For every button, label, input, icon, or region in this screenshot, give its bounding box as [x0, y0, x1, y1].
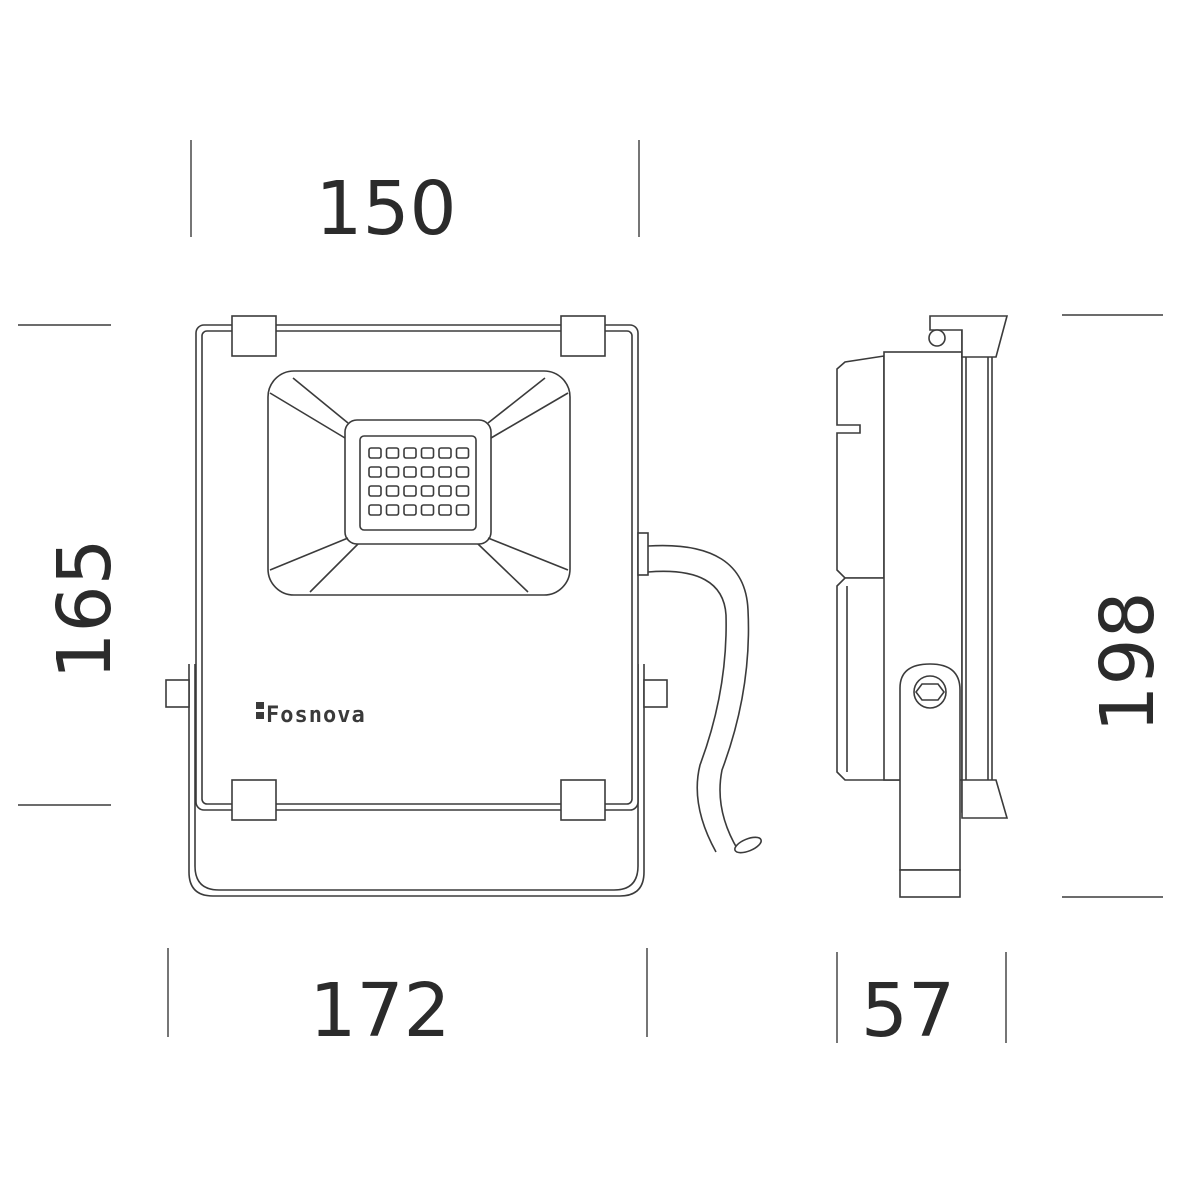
dimension-bottom-width: 172	[309, 968, 450, 1054]
side-bottom-clip	[961, 779, 1009, 819]
led-chip	[438, 504, 452, 516]
led-chip	[403, 485, 417, 497]
brand-logo: Fosnova	[256, 702, 366, 728]
led-chip	[385, 504, 400, 516]
clip-bottom-right	[560, 779, 606, 821]
dimension-right-height: 198	[1085, 591, 1171, 732]
lens-inner	[344, 419, 492, 545]
led-chip	[438, 447, 452, 459]
led-chip	[403, 504, 417, 516]
led-chip	[368, 504, 382, 516]
dimension-left-height: 165	[42, 538, 128, 679]
cable-end	[734, 836, 762, 854]
led-chip	[403, 447, 417, 459]
clip-top-left	[231, 315, 277, 357]
led-chip	[420, 485, 435, 497]
led-chip	[368, 466, 382, 478]
led-chip	[455, 504, 470, 516]
lens-frame	[267, 370, 571, 596]
right-knob	[643, 679, 668, 708]
led-chip	[368, 485, 382, 497]
led-chip	[455, 485, 470, 497]
led-board	[359, 435, 477, 531]
led-chip	[403, 466, 417, 478]
cable-gland	[637, 532, 649, 576]
front-bracket	[188, 664, 645, 897]
dimension-side-depth: 57	[861, 968, 955, 1054]
side-top-clip	[929, 315, 1009, 358]
side-bracket-arm	[899, 663, 961, 871]
clip-top-right	[560, 315, 606, 357]
side-bracket-foot	[899, 869, 961, 898]
clip-bottom-left	[231, 779, 277, 821]
led-chip	[455, 447, 470, 459]
led-chip	[385, 447, 400, 459]
side-view	[836, 315, 1009, 898]
left-knob	[165, 679, 190, 708]
dimension-lines	[18, 140, 1163, 1043]
led-array	[368, 447, 470, 516]
led-chip	[438, 466, 452, 478]
brand-logo-text: Fosnova	[266, 703, 366, 728]
dimension-top-width: 150	[315, 166, 456, 252]
led-chip	[385, 466, 400, 478]
led-chip	[438, 485, 452, 497]
led-chip	[420, 504, 435, 516]
led-chip	[368, 447, 382, 459]
power-cable	[647, 544, 750, 851]
led-chip	[455, 466, 470, 478]
led-chip	[420, 466, 435, 478]
led-chip	[420, 447, 435, 459]
side-rear-body	[836, 355, 885, 579]
front-view: Fosnova	[165, 315, 762, 897]
led-chip	[385, 485, 400, 497]
